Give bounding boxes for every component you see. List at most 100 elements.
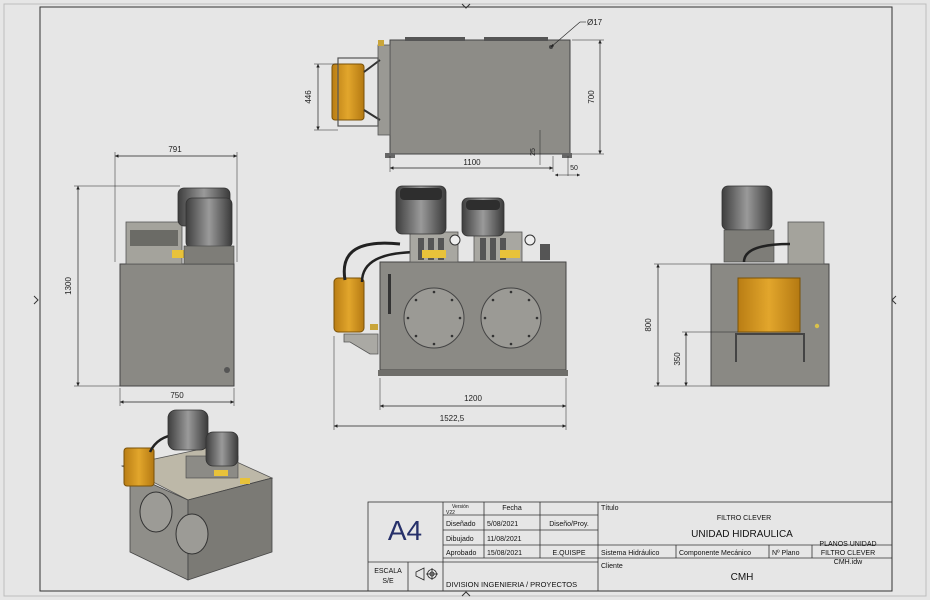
title-line-1: FILTRO CLEVER [717,515,771,522]
front-view-gauge-left [449,234,461,246]
left-side-view: 791 1300 750 [64,145,238,406]
front-view-motor-1-fan [400,188,442,200]
right-side-view: 800 350 [644,185,830,387]
front-view-yellow-right [500,250,520,258]
row-extra-aprobado: E.QUISPE [552,550,585,557]
left-view-motor-base [183,245,235,265]
front-view-hose [342,241,401,281]
top-view-lid-strip-right [484,37,548,41]
right-view-manifold [787,221,825,265]
iso-motor-2 [205,431,239,467]
front-view-valve-stack-right [480,238,506,260]
row-label-dibujado: Dibujado [446,536,474,543]
file-line-2: FILTRO CLEVER [821,550,875,557]
left-view-drain [224,367,230,373]
center-mark-bottom [461,591,471,597]
top-view-filter-arms [363,59,381,121]
dim-top-width: 1100 [463,158,481,167]
cliente-label: Cliente [601,563,623,570]
front-view-level-gauge [388,274,391,314]
isometric-view [120,409,274,581]
cliente-value: CMH [731,572,754,583]
dim-left-top-width: 791 [168,145,182,154]
front-view-gauge-right [524,234,536,246]
dim-left-base-width: 750 [170,391,184,400]
center-mark-left [33,295,39,305]
iso-yellow-a [214,470,228,476]
front-view-hose-2 [360,250,421,283]
version-value: V22 [446,510,455,516]
row-label-aprobado: Aprobado [446,550,476,557]
sheet-size-label: A4 [388,515,422,546]
iso-motor-1 [167,409,209,451]
top-view-bracket [377,44,391,136]
dim-front-total-width: 1522,5 [440,414,465,423]
fecha-header: Fecha [502,505,522,512]
iso-yellow-b [240,478,250,484]
left-view-yellow [172,250,192,258]
iso-cover-left [139,491,173,533]
top-view: 1100 700 446 Ø17 25 50 [304,18,604,177]
right-view-motor [721,185,773,231]
dim-right-height-b: 350 [673,352,682,366]
top-view-fitting [378,40,384,46]
top-view-tank [389,39,571,155]
top-view-lid-strip-left [405,37,465,41]
version-label: Versión [452,504,469,510]
dim-left-height: 1300 [64,277,73,295]
front-view-cover-right [480,287,542,349]
escala-value: S/E [382,578,394,585]
row-extra-disenado: Diseño/Proy. [549,521,589,528]
front-view-fitting-left [370,324,378,330]
dim-top-offset-small: 25 [530,148,537,156]
file-line-3: CMH.idw [834,559,863,566]
title-block [367,501,893,592]
front-view-bolts [406,290,539,346]
nro-plano-label: Nº Plano [772,550,800,557]
titulo-label: Título [601,505,619,512]
componente-label: Componente Mecánico [679,550,751,557]
front-view-accumulator [540,244,550,260]
front-view-motor-2-fan [466,200,500,210]
dim-top-height: 700 [587,90,596,104]
right-view-hose [742,242,791,263]
left-view-valves [130,230,178,246]
row-date-aprobado: 15/08/2021 [487,550,522,557]
right-view-filter [737,277,801,333]
front-view-filter [333,277,365,333]
right-view-stand [735,333,805,362]
top-view-filter-frame [337,57,379,127]
left-view-motor-b [185,197,233,249]
iso-cover-right [175,513,209,555]
outer-border [3,3,927,597]
front-view-cover-left [403,287,465,349]
front-view-stand [343,333,379,355]
front-view: 1200 1522,5 [333,185,568,430]
projection-symbol-icon [415,567,438,581]
row-date-disenado: 5/08/2021 [487,521,518,528]
dim-top-offset-right: 50 [570,165,578,172]
left-view-tank [119,263,235,387]
title-line-2: UNIDAD HIDRAULICA [691,529,793,540]
front-view-yellow-left [422,250,446,258]
sistema-label: Sistema Hidráulico [601,550,659,557]
row-label-disenado: Diseñado [446,521,476,528]
dim-right-height-a: 800 [644,318,653,332]
iso-filter [123,447,155,487]
right-view-plug [814,323,820,329]
top-view-foot-left [385,153,395,158]
division-label: DIVISION INGENIERIA / PROYECTOS [446,580,577,589]
dim-top-depth: 446 [304,90,313,104]
top-view-filter [331,63,365,121]
dim-front-tank-width: 1200 [464,394,482,403]
center-mark-top [461,3,471,9]
escala-label: ESCALA [374,568,402,575]
dim-top-hole: Ø17 [587,18,603,27]
file-line-1: PLANOS UNIDAD [819,541,876,548]
row-date-dibujado: 11/08/2021 [487,536,522,543]
front-view-valve-stack-left [418,238,444,260]
top-view-foot-right [562,153,572,158]
front-view-base [378,370,568,376]
center-mark-right [891,295,897,305]
